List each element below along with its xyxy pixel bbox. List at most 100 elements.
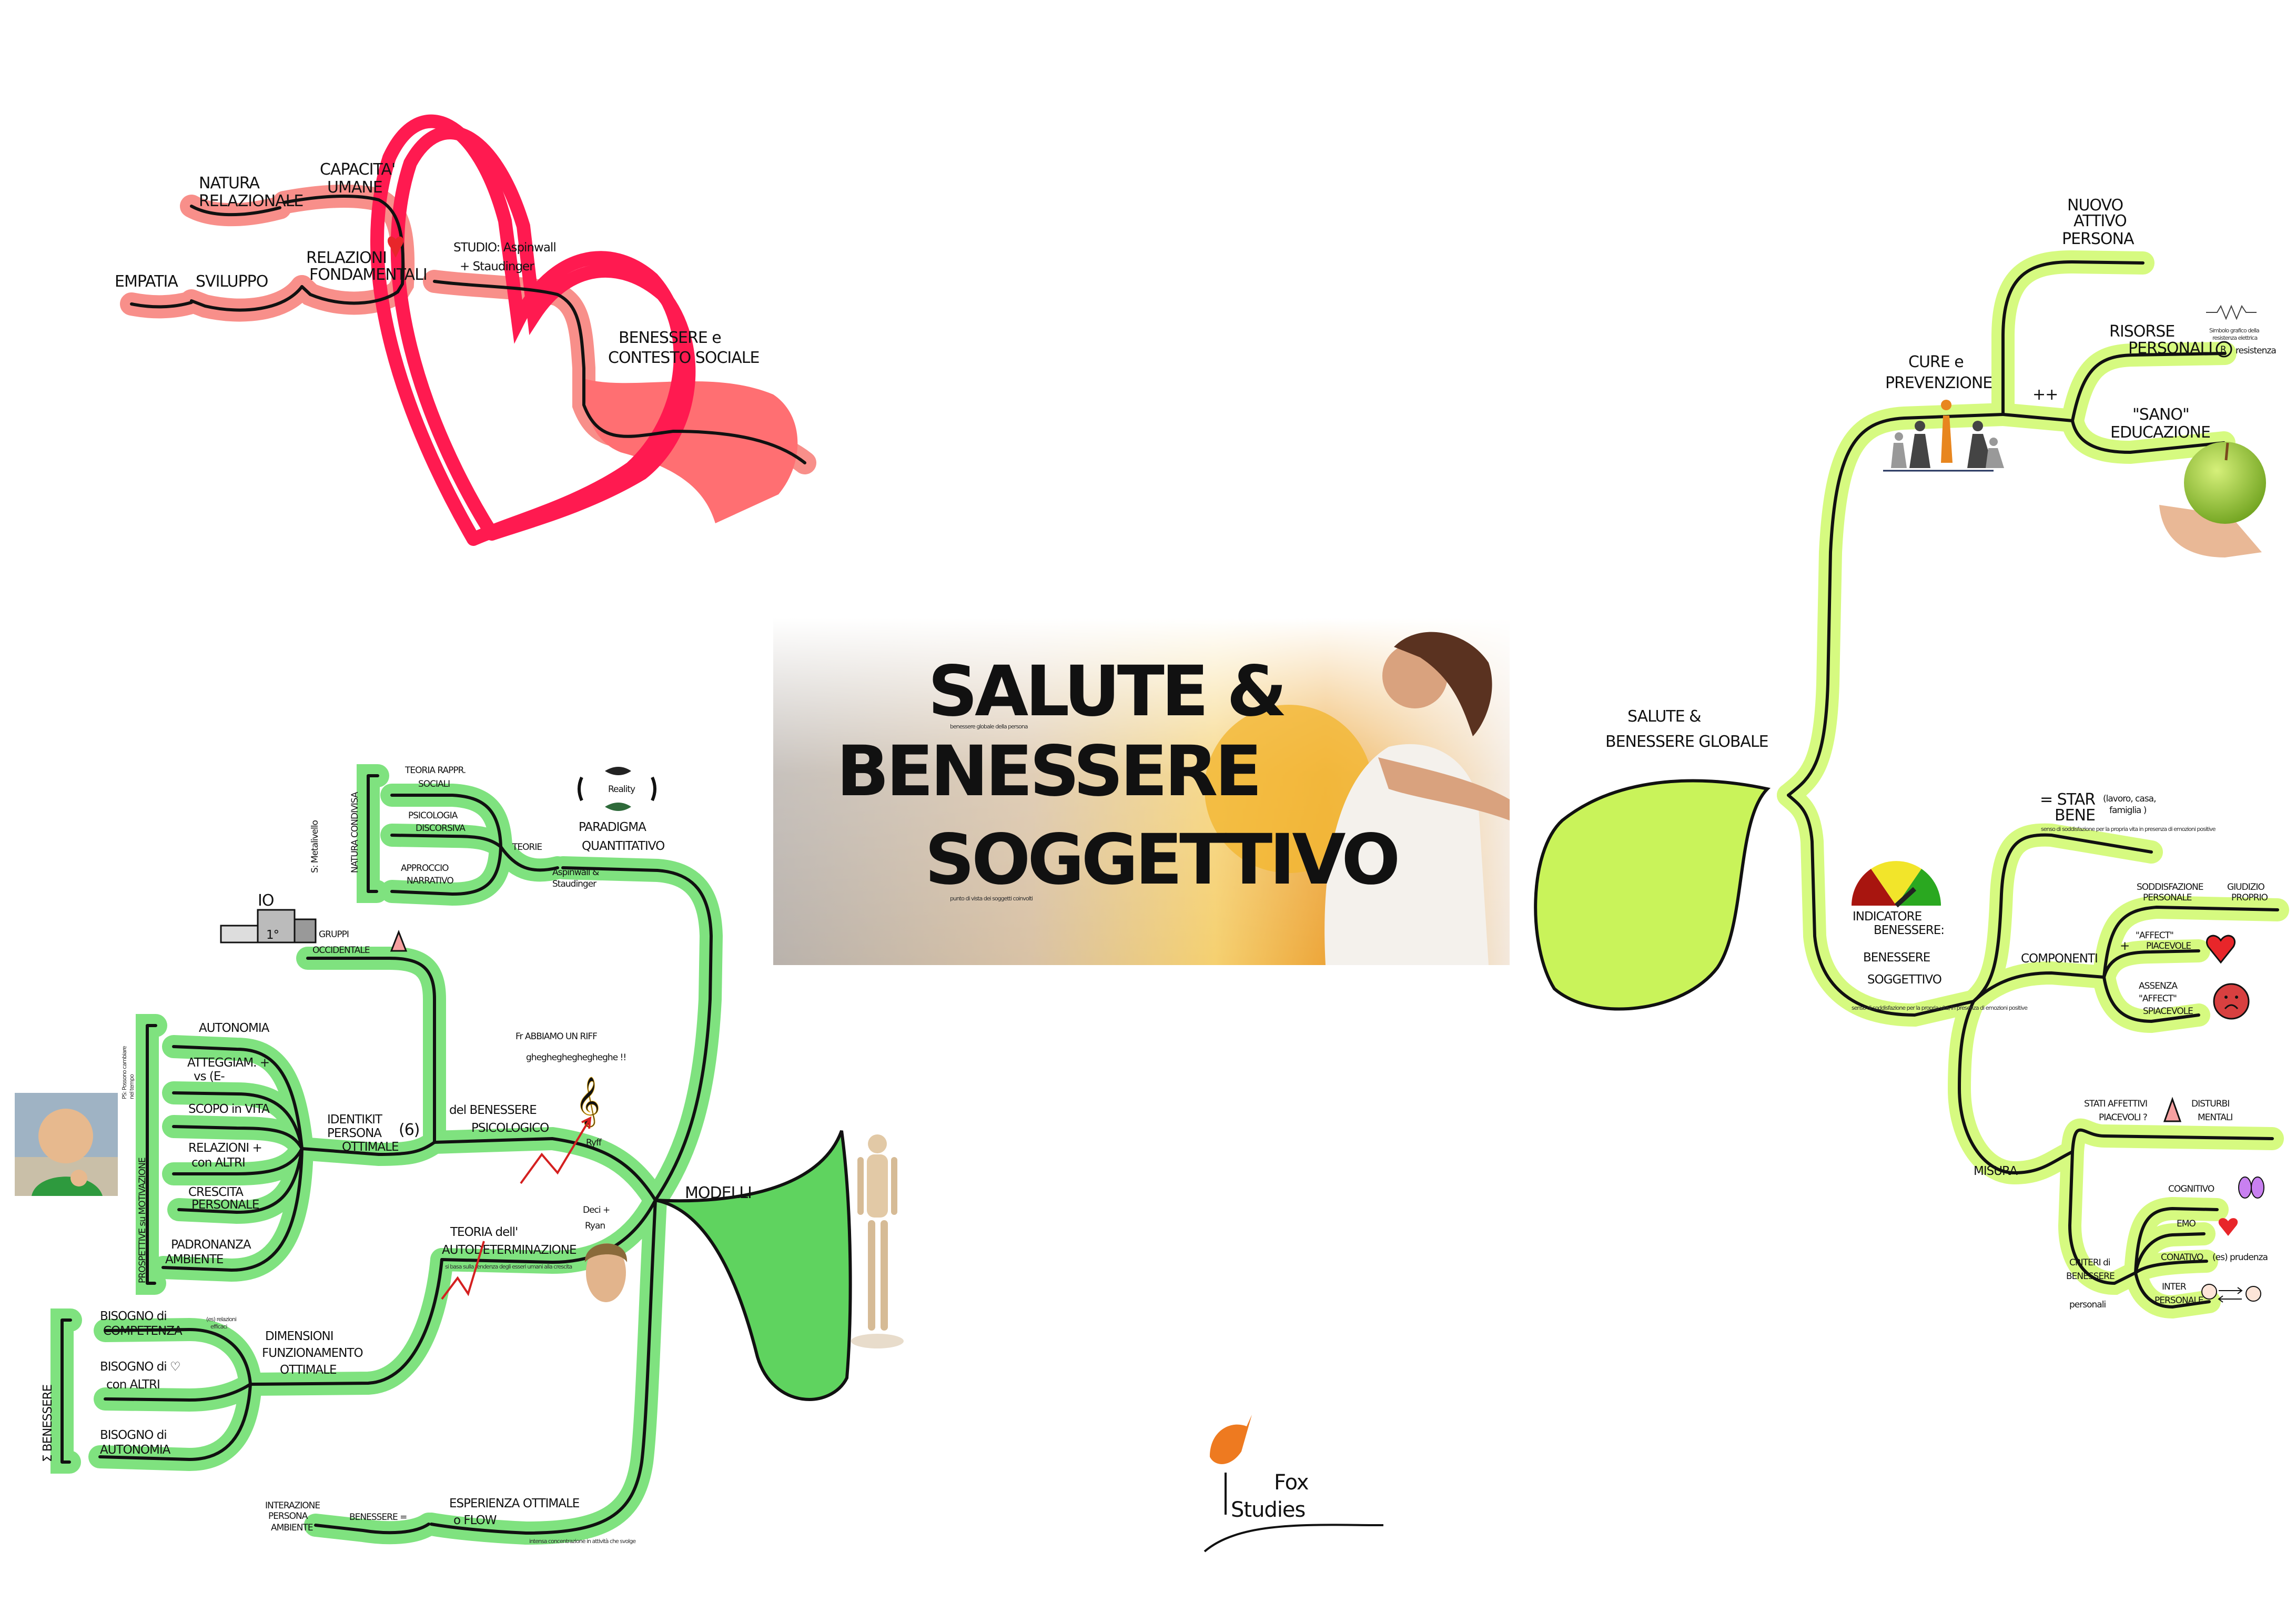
resistance-mark: R [2220,344,2227,355]
branch-gruppi [306,957,436,1144]
branch-piacevole [2102,949,2200,979]
label-affect-plus: + [2120,939,2129,953]
branch-misura [1958,1000,2074,1174]
branch-highlight [239,1248,453,1396]
logo-line-2: Studies [1231,1498,1305,1522]
label-studio: STUDIO: Aspinwall+ Staudinger [453,241,556,273]
label-benessere-eq: BENESSERE = [349,1512,407,1523]
label-identikit-count: (6) [399,1121,420,1139]
label-sviluppo: SVILUPPO [196,272,268,291]
label-conativo: CONATIVO [2161,1252,2203,1263]
branch-plus [2001,413,2074,422]
branch-crescita [177,1147,304,1214]
branch-componenti [1972,971,2106,1003]
branch-psicologia [390,834,502,848]
branch-interazione [314,1523,430,1535]
branch-bisogno-autonomia [98,1383,252,1461]
branch-sviluppo [190,285,304,312]
podium-icon [220,909,317,944]
title-line-2: BENESSERE [836,731,1259,812]
reality-eyes-icon [578,767,656,811]
branch-emo [2134,1232,2206,1274]
label-ps-note: PS: Possono cambiarenel tempo [121,1046,135,1099]
label-io: IO [258,891,274,910]
branch-soddisfazione [2102,906,2279,979]
label-capacita-umane: CAPACITA'UMANE [320,160,395,197]
title-caption-bottom: punto di vista dei soggetti coinvolti [950,895,1033,902]
fox-studies-logo: Fox Studies [1203,1415,1384,1553]
branch-highlight [1777,403,2015,807]
branch-nuovo-ruolo [2001,260,2145,416]
branch-highlight [1947,990,2084,1185]
label-misura: MISURA [1974,1164,2018,1178]
branch-funzionamento [249,1258,443,1386]
label-cognitivo: COGNITIVO [2168,1184,2214,1194]
branch-highlight [423,1127,667,1212]
teardrop-node-modelli [655,1130,852,1401]
branch-interpersonale [2134,1271,2211,1308]
title-caption-top: benessere globale della persona [950,723,1028,730]
label-root-right: SALUTE &BENESSERE GLOBALE [1605,707,1768,751]
success-kid-photo [15,1093,118,1196]
label-prospettive: PROSPETTIVE su MOTIVAZIONE [137,1158,148,1283]
label-personali: personali [2069,1300,2106,1310]
label-spiacevole: ASSENZA"AFFECT"SPIACEVOLE [2139,981,2193,1017]
branch-empatia [130,301,193,309]
branch-risorse [2071,352,2227,422]
sad-face-icon [2213,983,2250,1020]
branch-approccio [390,845,502,896]
branch-conativo [2134,1260,2208,1274]
branch-benessere-soggettivo [1787,794,1975,1017]
branch-teoria-rappr [390,794,502,848]
branch-star-bene [1972,833,2153,1003]
heart-icon [2206,935,2236,964]
label-bisogno-altri: BISOGNO di ♡con ALTRI [100,1360,180,1392]
label-componenti: COMPONENTI [2021,952,2098,966]
two-faces-exchange-icon [2201,1284,2261,1303]
label-resistenza: resistenza [2236,346,2276,356]
branch-bisogno-altri [104,1383,252,1402]
sun-glow [1205,705,1373,873]
warning-icon-gruppi [390,929,408,952]
label-modelli: MODELLI [685,1184,752,1202]
label-emo: EMO [2177,1219,2196,1229]
label-sano: "SANO"EDUCAZIONE [2110,405,2210,442]
heart-doodle [370,114,696,546]
label-teoria-rappr: TEORIA RAPPR.SOCIALI [404,765,466,789]
label-empatia: EMPATIA [115,272,178,291]
branch-upper-trunk [1787,413,2005,797]
bracket-prospettive [146,1024,157,1285]
label-deci-ryan: Deci +Ryan [583,1205,610,1231]
caption-flow: intensa concentrazione in attività che s… [529,1538,636,1545]
label-plus: ++ [2032,386,2058,404]
branch-atteggiamento [172,1091,304,1150]
branch-relazioni-fondamentali [300,285,399,305]
logo-line-1: Fox [1274,1470,1309,1495]
branch-studio-contesto [433,280,806,464]
title-line-3: SOGGETTIVO [925,819,1397,900]
branch-relazioni [172,1147,304,1175]
caption-benessere-soggettivo: senso di soddisfazione per la propria vi… [1852,1005,2028,1011]
label-metalivello: S: Metalivello [310,820,320,873]
heart-icon-emo [2218,1218,2238,1236]
label-aspinwall: Aspinwall &Staudinger [552,867,599,889]
woman-photo [1324,632,1510,965]
title-line-1: SALUTE & [928,651,1284,732]
central-topic-banner: SALUTE & benessere globale della persona… [773,618,1510,965]
